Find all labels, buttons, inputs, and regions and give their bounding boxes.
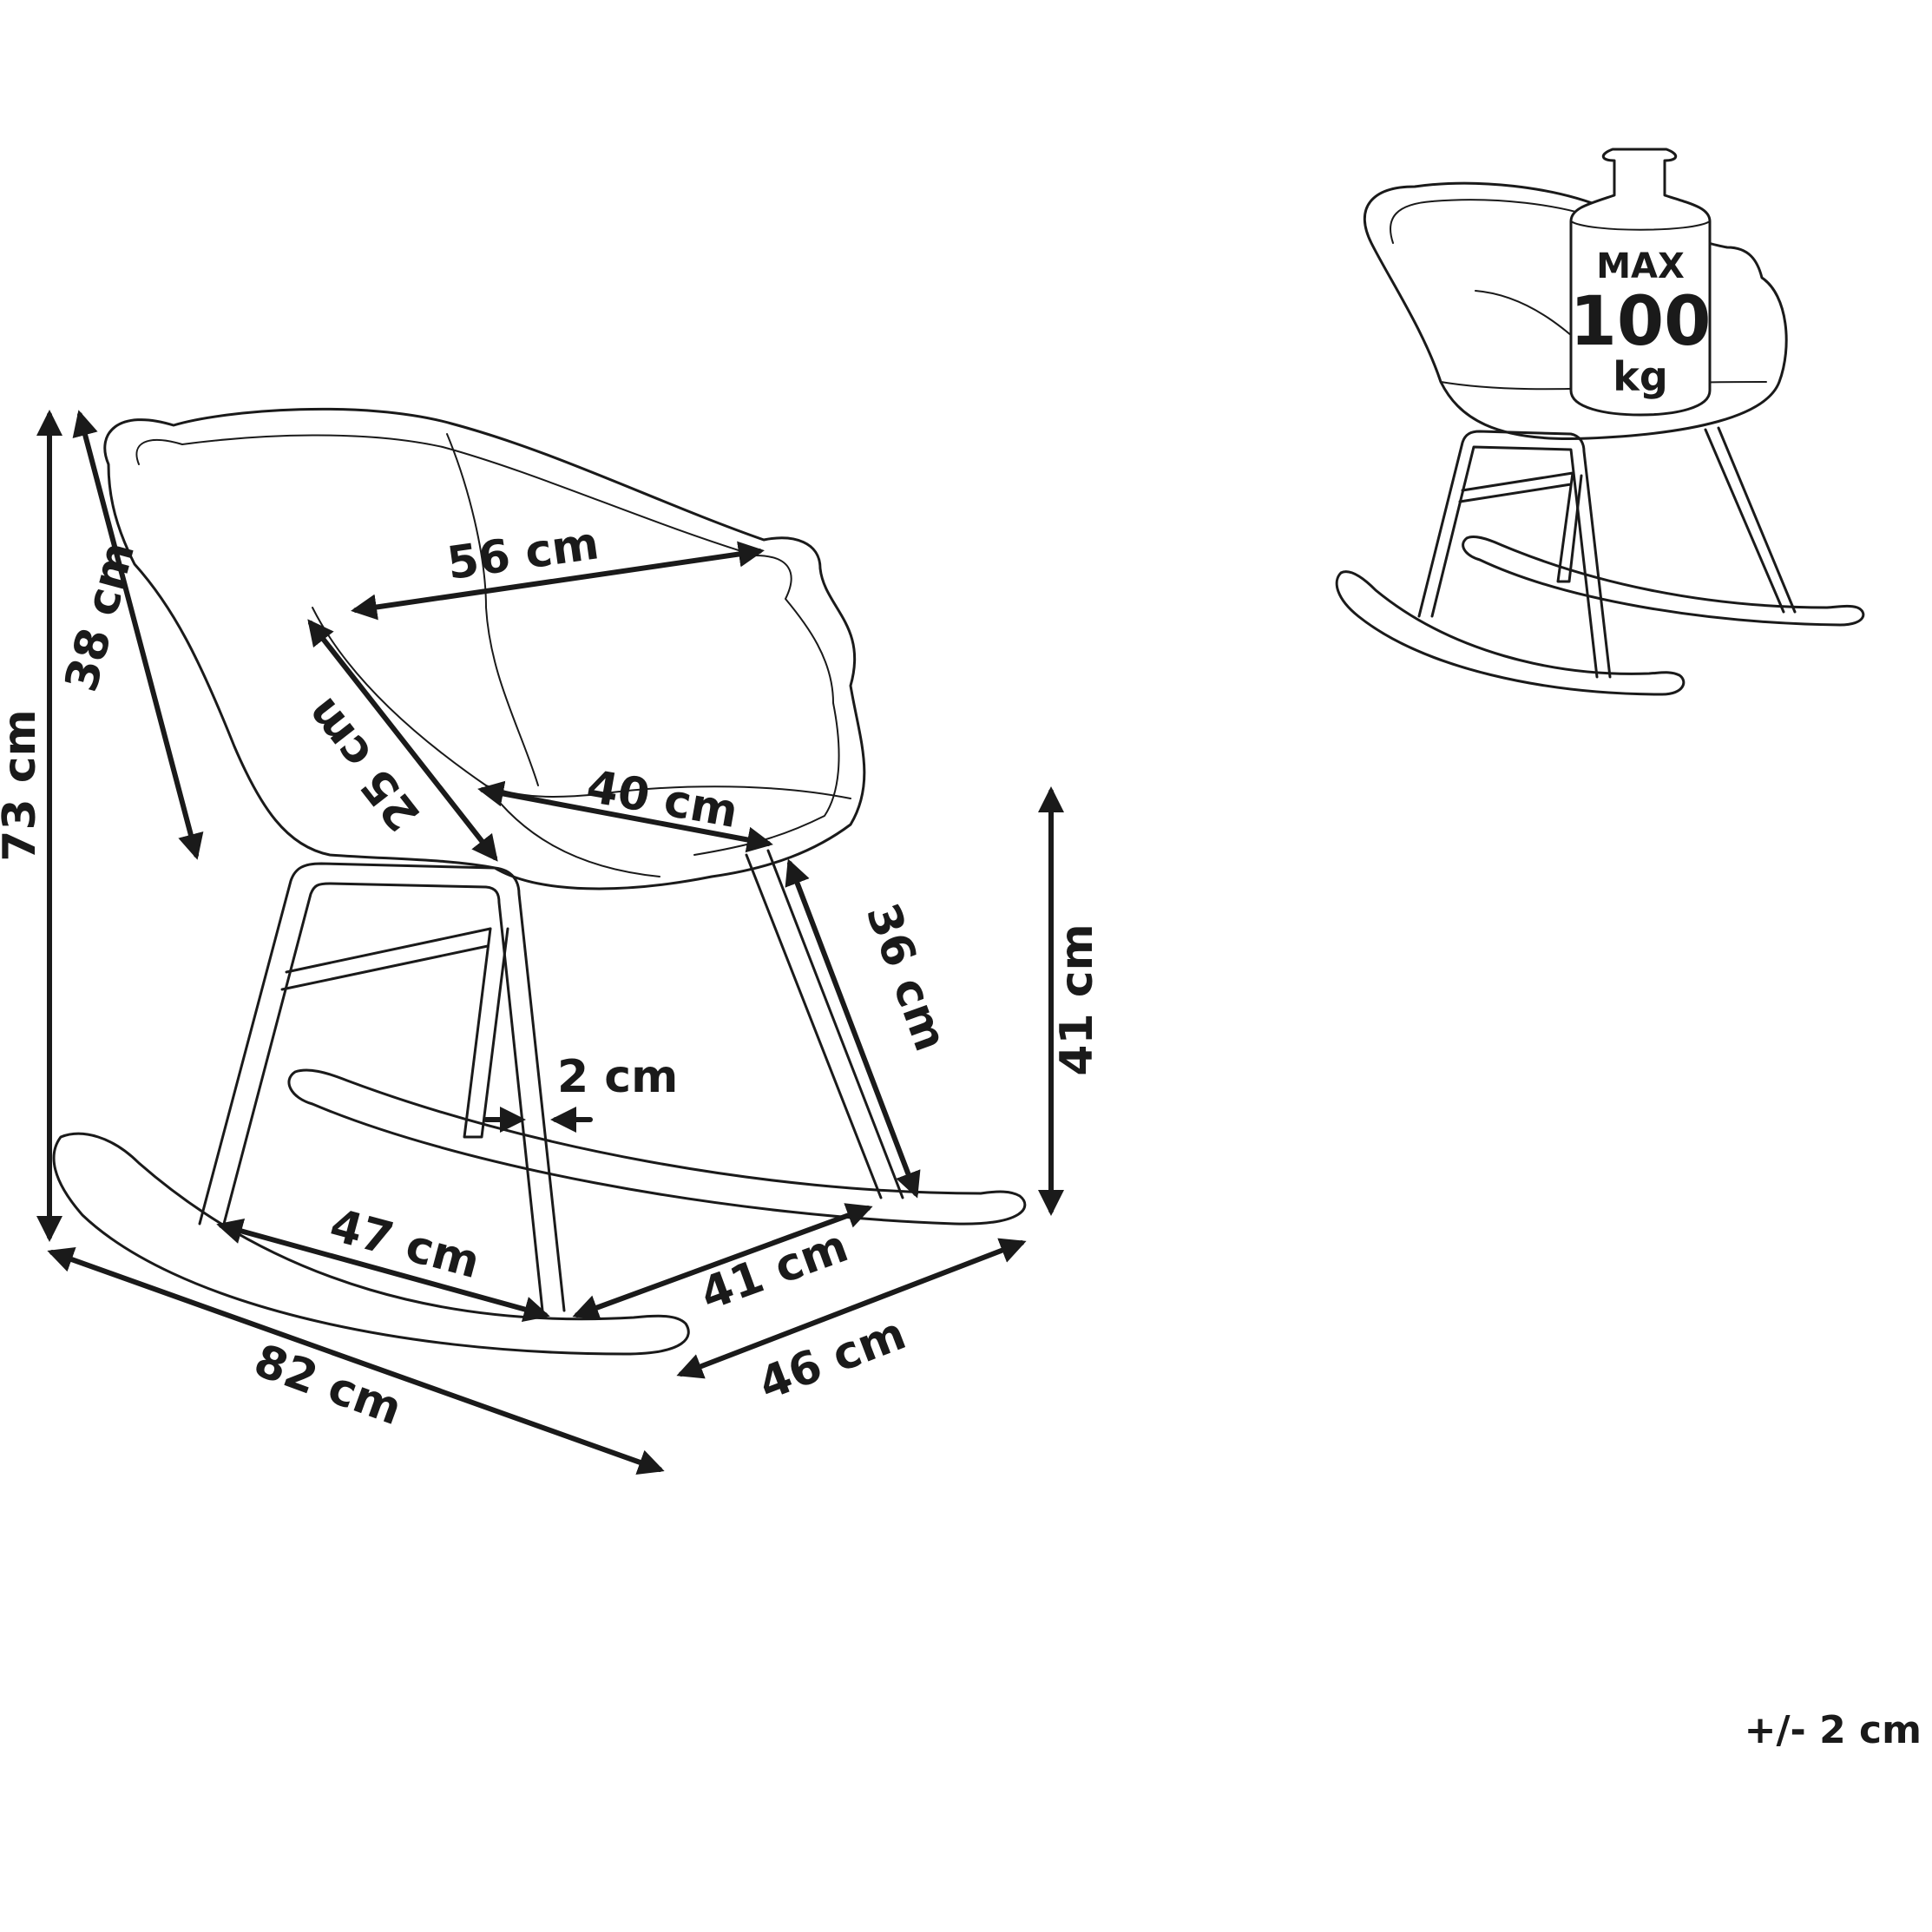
label-seat-depth-diagonal: 25 cm (296, 688, 430, 840)
shell-seam (446, 433, 539, 786)
label-seat-height: 41 cm (1051, 923, 1103, 1075)
small-front-frame (1417, 430, 1612, 679)
load-badge-max: MAX (1596, 246, 1685, 286)
load-badge-unit: kg (1613, 353, 1668, 400)
load-capacity-drawing: MAX 100 kg (1335, 148, 1865, 696)
front-frame-inner-leg (463, 927, 509, 1139)
weight-jug-icon (1569, 148, 1712, 417)
small-frame-crossbar (1458, 471, 1583, 583)
front-frame (198, 862, 566, 1312)
label-seat-front-width: 40 cm (582, 760, 741, 838)
small-shell-outline (1363, 181, 1788, 441)
dimension-lines (36, 410, 1064, 1475)
small-front-runner (1335, 570, 1686, 696)
tolerance-note: +/- 2 cm (1745, 1708, 1922, 1752)
small-rear-runner (1462, 535, 1865, 627)
label-leg-height: 36 cm (856, 897, 956, 1057)
load-badge-value: 100 (1570, 283, 1712, 361)
label-base-depth: 41 cm (693, 1220, 854, 1321)
label-height-total: 73 cm (0, 709, 46, 861)
small-rear-legs (1704, 426, 1797, 614)
front-frame-crossbar (280, 927, 492, 991)
label-tube-width: 2 cm (557, 1051, 678, 1103)
rear-runner (287, 1068, 1027, 1226)
rear-legs (745, 849, 904, 1199)
label-width-total: 46 cm (752, 1308, 912, 1411)
shell-outline (103, 407, 866, 890)
dimension-labels: 73 cm 38 cm 56 cm 25 cm 40 cm 36 cm 41 c… (0, 517, 1103, 1436)
